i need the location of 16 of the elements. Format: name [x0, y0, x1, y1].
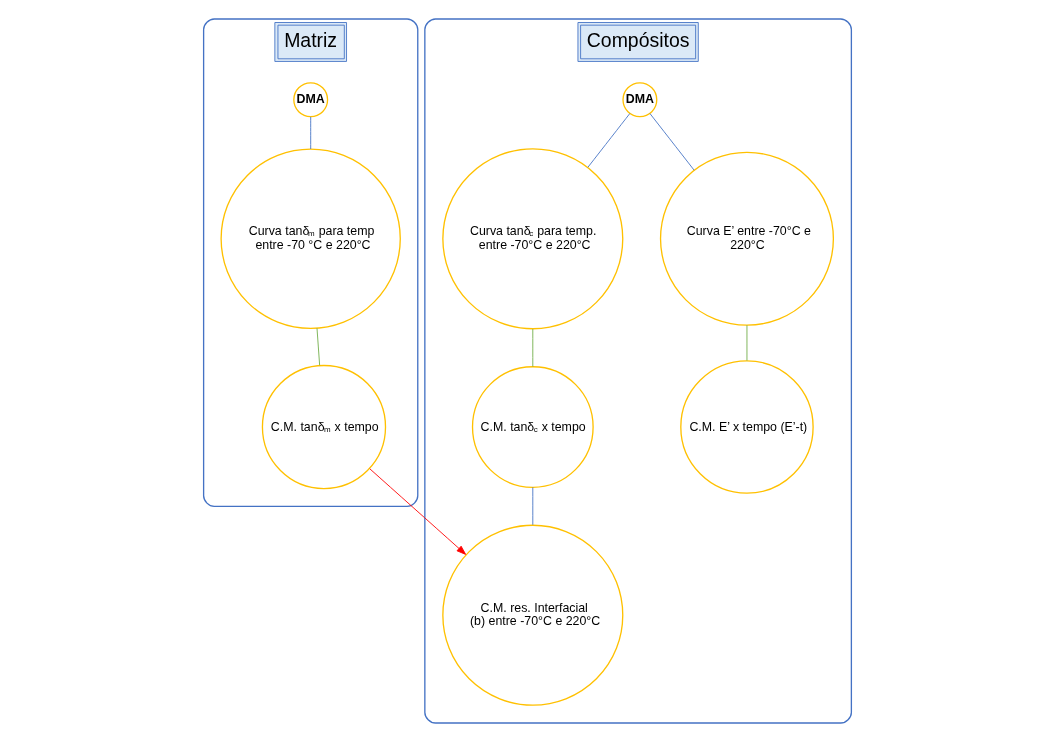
node-circle: DMA: [621, 82, 657, 118]
connector: [649, 113, 695, 171]
node-circle: Curva tanδc para temp. entre -70°C e 220°C: [441, 148, 623, 330]
node-circle: C.M. tanδm x tempo: [261, 364, 386, 490]
connector: [586, 113, 630, 168]
node-circle: C.M. res. Interfacial (b) entre -70°C e 220°C: [441, 524, 623, 706]
connector: [309, 116, 311, 150]
connector: [531, 328, 533, 367]
connector: [316, 327, 320, 366]
node-circle: Curva tanδm para temp entre -70 °C e 220°C: [219, 148, 401, 330]
arrow: [368, 468, 466, 555]
node-circle: DMA: [292, 82, 328, 118]
node-circle: C.M. E’ x tempo (E’-t): [679, 360, 814, 494]
node-circle: Curva E’ entre -70°C e 220°C: [659, 151, 834, 326]
connector: [531, 486, 533, 526]
node-circle: C.M. tanδc x tempo: [471, 366, 594, 488]
